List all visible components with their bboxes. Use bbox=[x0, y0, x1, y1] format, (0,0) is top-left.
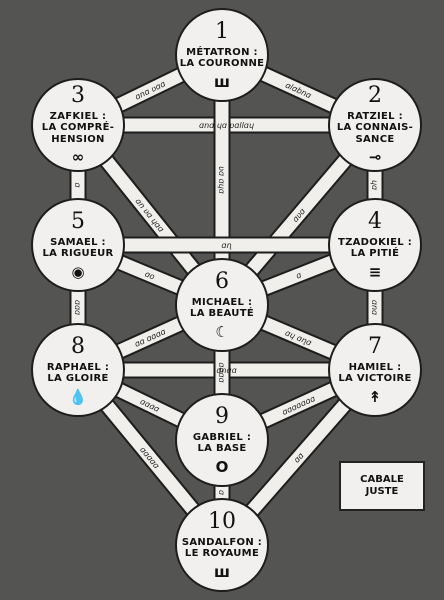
sephira-circle-9 bbox=[175, 393, 269, 487]
caption-line-2: JUSTE bbox=[365, 486, 399, 497]
path-inscription: ɑɑɑ bbox=[73, 300, 82, 315]
sephira-circle-7 bbox=[328, 323, 422, 417]
angel-name: ZAFKIEL : bbox=[49, 110, 107, 122]
sephira-number: 10 bbox=[208, 508, 236, 534]
path-inscription: ɑnɑ ɥɑ ʋɑllɑɥ bbox=[199, 121, 254, 130]
sephira-symbol-icon: 💧 bbox=[68, 387, 88, 406]
sephira-title: LA COMPRÉ- bbox=[41, 122, 115, 134]
angel-name: RAPHAEL : bbox=[46, 361, 110, 373]
sephira-number: 2 bbox=[368, 82, 382, 108]
sephira-title: LA PITIÉ bbox=[350, 248, 400, 259]
sephira-title: LE ROYAUME bbox=[184, 548, 260, 559]
sephira-number: 3 bbox=[71, 82, 85, 108]
sephira-title: LA VICTOIRE bbox=[338, 373, 412, 384]
sephira-title: LA COURONNE bbox=[179, 58, 265, 69]
sephira-circle-2 bbox=[328, 78, 422, 172]
sephira-number: 6 bbox=[215, 268, 229, 294]
sephira-circle-1 bbox=[175, 8, 269, 102]
sephira-symbol-icon: ⊸ bbox=[368, 148, 382, 167]
sephira-name: GABRIEL :LA BASE bbox=[178, 432, 266, 455]
sephira-number: 9 bbox=[215, 403, 229, 429]
path-inscription: ɑɳ bbox=[221, 241, 231, 250]
sephira-number: 8 bbox=[71, 333, 85, 359]
sephira-circle-3 bbox=[31, 78, 125, 172]
angel-name: RATZIEL : bbox=[347, 110, 403, 122]
path-inscription: ɑɑɑɑ bbox=[217, 362, 226, 382]
sephira-symbol-icon: ≡ bbox=[368, 262, 382, 281]
path-inscription: ɑnɑ bbox=[370, 300, 379, 315]
sephira-name: HAMIEL :LA VICTOIRE bbox=[331, 362, 419, 385]
sephira-title-cont: HENSION bbox=[51, 133, 105, 145]
sephira-name: RAPHAEL :LA GLOIRE bbox=[34, 362, 122, 385]
sephira-name: MICHAEL :LA BEAUTÉ bbox=[178, 297, 266, 320]
path-inscription: ɑ bbox=[73, 182, 82, 187]
sephira-symbol-icon: ↟ bbox=[368, 387, 382, 406]
angel-name: HAMIEL : bbox=[348, 361, 402, 373]
sephira-title: LA CONNAIS- bbox=[336, 122, 414, 134]
sephira-title: LA BEAUTÉ bbox=[190, 308, 254, 319]
angel-name: MICHAEL : bbox=[191, 296, 253, 308]
sephira-title-cont: SANCE bbox=[355, 133, 395, 145]
sephira-name: TZADOKIEL :LA PITIÉ bbox=[331, 237, 419, 260]
path-inscription: ɑ bbox=[217, 490, 226, 495]
sephira-symbol-icon: ш bbox=[214, 562, 230, 581]
sephira-circle-4 bbox=[328, 198, 422, 292]
sephira-circles bbox=[31, 8, 422, 592]
sephira-circle-5 bbox=[31, 198, 125, 292]
caption-line-1: CABALE bbox=[360, 474, 404, 485]
sephira-number: 4 bbox=[368, 208, 382, 234]
sephira-circle-6 bbox=[175, 258, 269, 352]
sephira-symbol-icon: ∞ bbox=[71, 148, 85, 167]
angel-name: MÉTATRON : bbox=[186, 46, 258, 58]
angel-name: SANDALFON : bbox=[181, 536, 263, 548]
angel-name: GABRIEL : bbox=[192, 431, 252, 443]
sephira-symbol-icon: ☾ bbox=[215, 322, 229, 341]
angel-name: SAMAEL : bbox=[50, 236, 106, 248]
path-inscription: ɥɑ bbox=[370, 180, 379, 190]
sephira-number: 7 bbox=[368, 333, 382, 359]
sephira-symbol-icon: ◉ bbox=[71, 262, 85, 281]
angel-name: TZADOKIEL : bbox=[337, 236, 413, 248]
caption-box: CABALE JUSTE bbox=[339, 461, 425, 511]
path-inscription: ɑnɑɑ bbox=[216, 366, 236, 375]
sephira-circle-8 bbox=[31, 323, 125, 417]
sephira-title: LA GLOIRE bbox=[47, 373, 109, 384]
path-inscription: ɑo bbox=[143, 269, 156, 281]
sephira-number: 1 bbox=[215, 18, 229, 44]
sephira-symbol-icon: ш bbox=[214, 72, 230, 91]
sephira-name: SANDALFON :LE ROYAUME bbox=[178, 537, 266, 560]
sephira-number: 5 bbox=[71, 208, 85, 234]
sephira-title: LA BASE bbox=[197, 443, 247, 454]
sephira-name: MÉTATRON :LA COURONNE bbox=[178, 47, 266, 70]
sephira-title: LA RIGUEUR bbox=[42, 248, 114, 259]
path-inscription: ʋɑ ɑɥɑ bbox=[217, 166, 226, 194]
sephira-name: RATZIEL :LA CONNAIS-SANCE bbox=[331, 111, 419, 146]
sephira-symbol-icon: O bbox=[215, 457, 229, 476]
path-inscription: ɑ bbox=[295, 270, 303, 280]
sephira-name: ZAFKIEL :LA COMPRÉ-HENSION bbox=[34, 111, 122, 146]
sephira-circle-10 bbox=[175, 498, 269, 592]
sephira-name: SAMAEL :LA RIGUEUR bbox=[34, 237, 122, 260]
